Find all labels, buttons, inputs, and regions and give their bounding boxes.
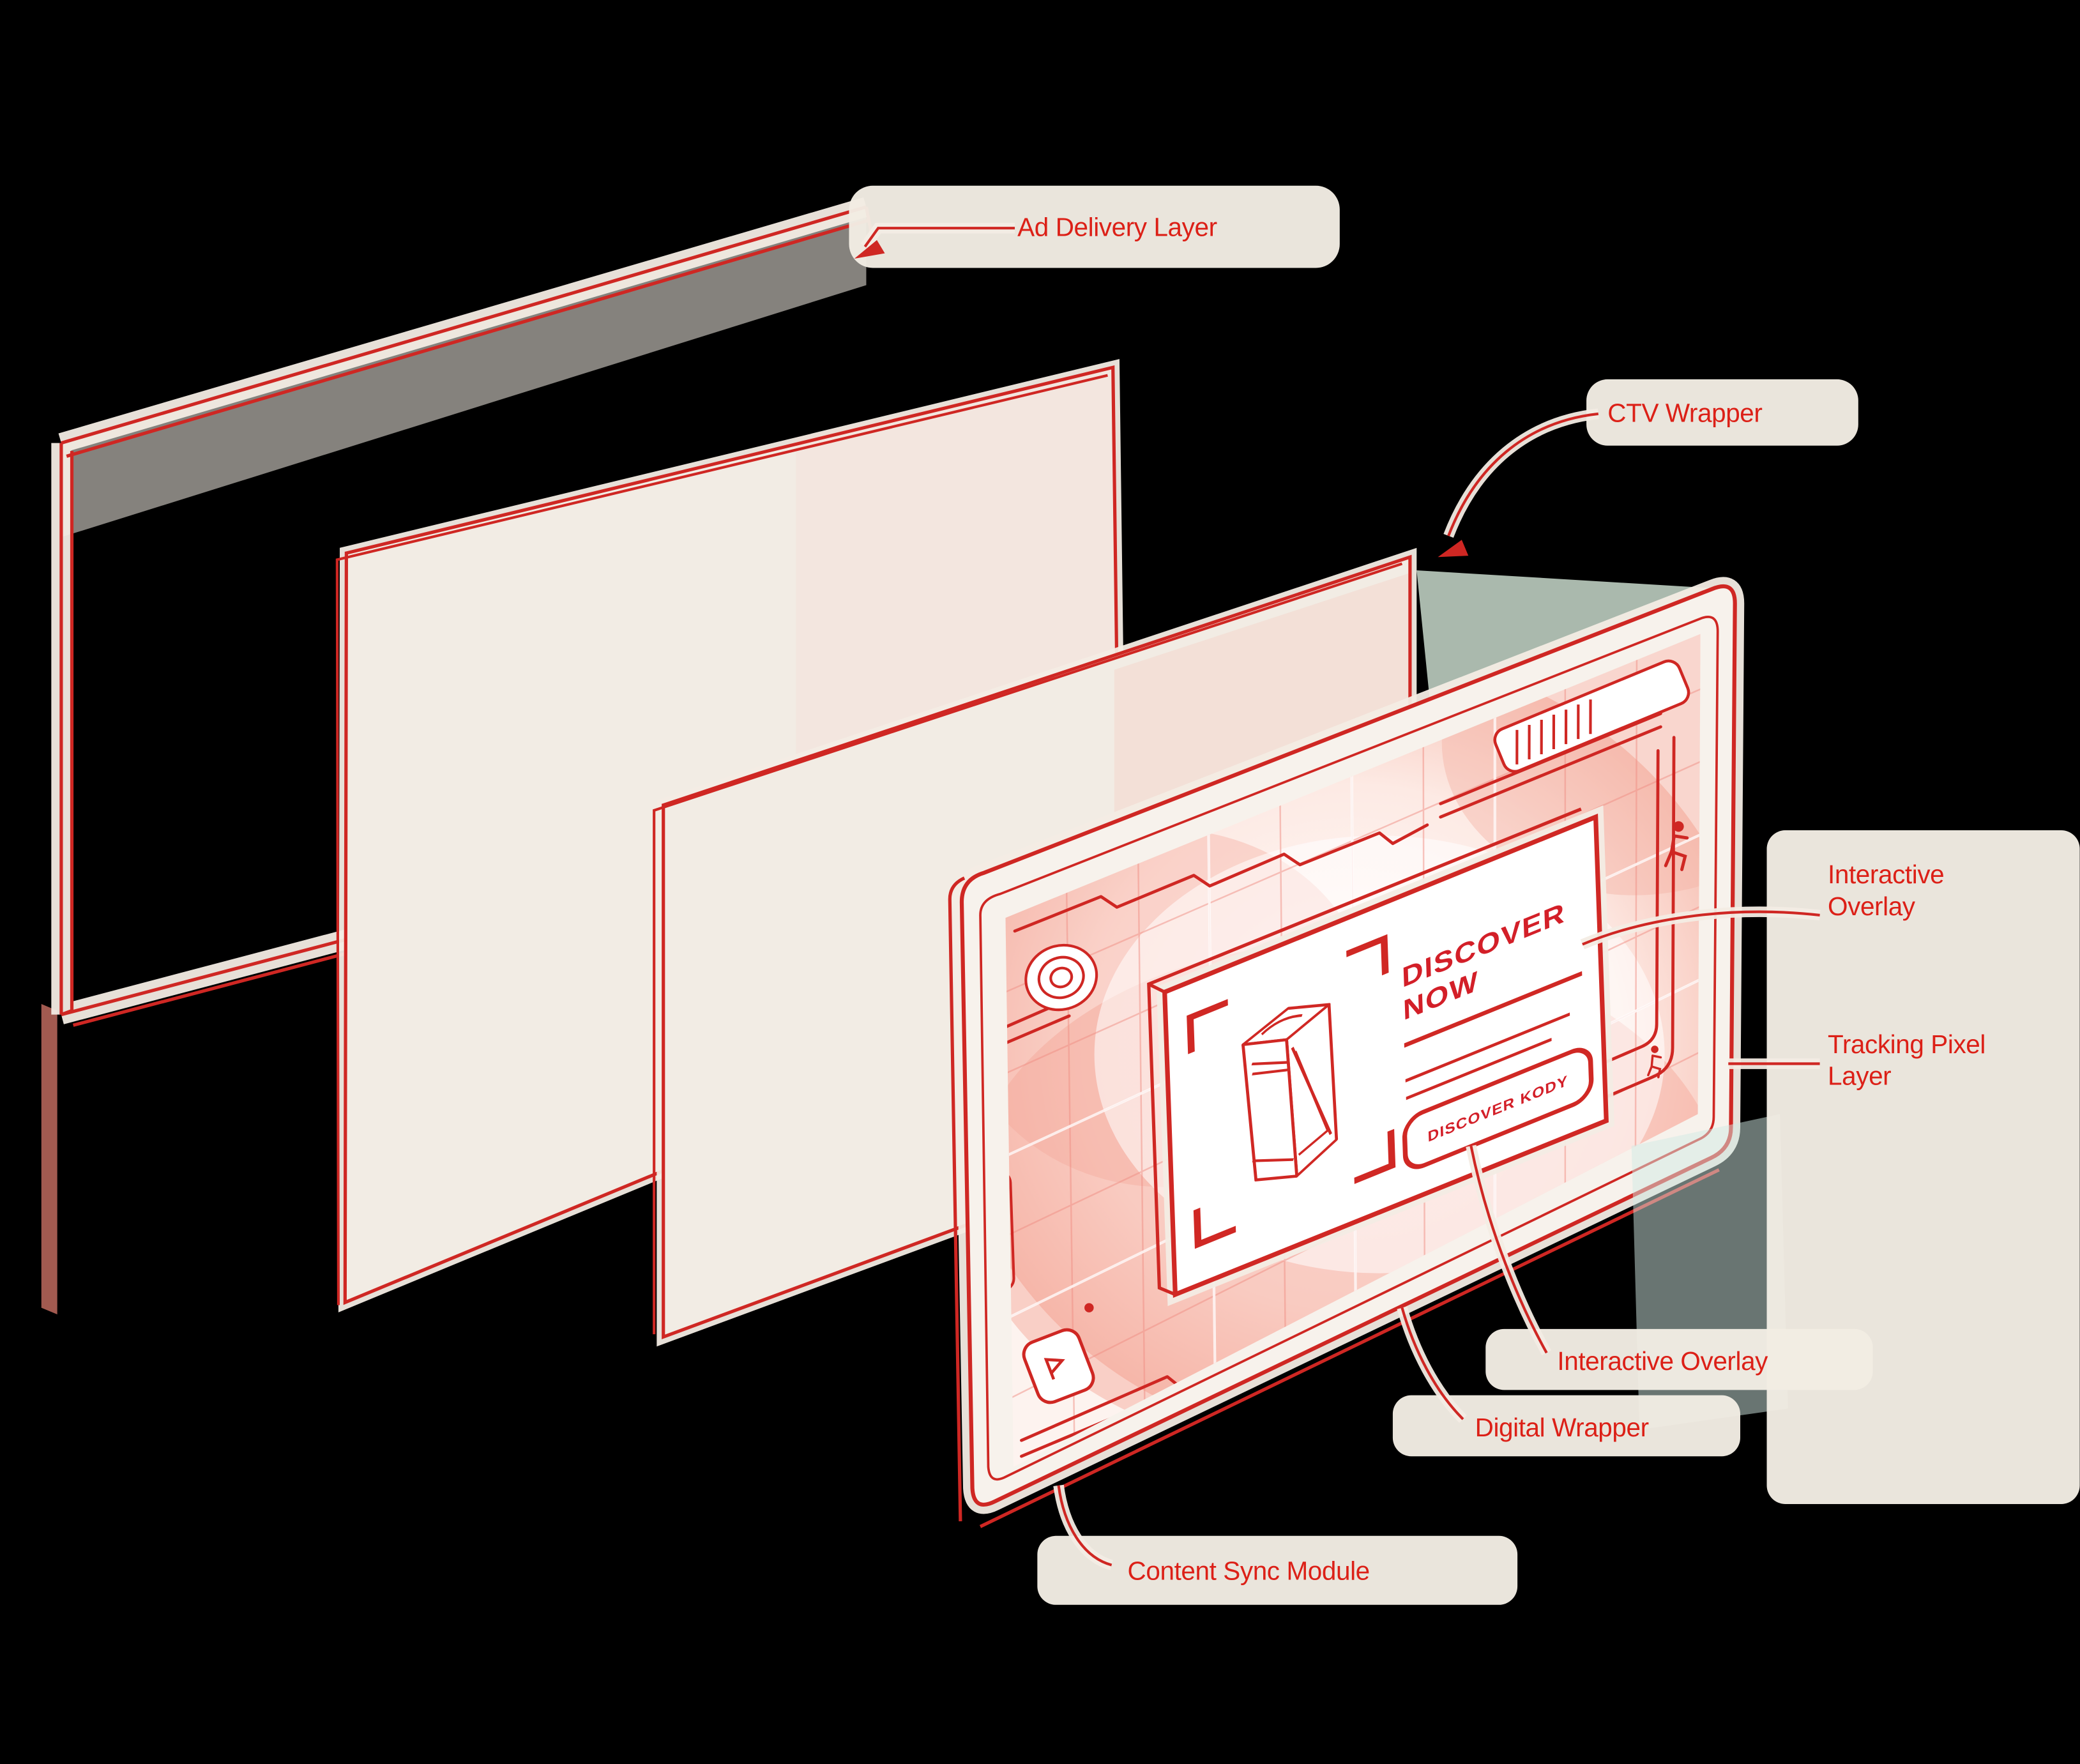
ad-delivery-layer-panel xyxy=(41,197,874,1315)
dot-marker xyxy=(1084,1303,1094,1312)
halo-ctv-wrapper xyxy=(1586,379,1858,446)
arrowhead-ctv-wrapper xyxy=(1438,540,1469,558)
layer-labels: Ad Delivery Layer CTV Wrapper Interactiv… xyxy=(1017,213,1985,1586)
discover-button[interactable]: DISCOVER KODY xyxy=(1402,1044,1594,1173)
label-tracking-pixel-line1: Tracking Pixel xyxy=(1828,1030,1985,1059)
halo-content-sync xyxy=(1037,1535,1518,1605)
label-interactive-overlay-right-line1: Interactive xyxy=(1828,860,1944,889)
reticle-brackets xyxy=(1187,934,1396,1249)
label-ad-delivery-layer: Ad Delivery Layer xyxy=(1017,213,1217,242)
leader-digital-wrapper xyxy=(1401,1307,1464,1420)
label-interactive-overlay-bottom: Interactive Overlay xyxy=(1557,1346,1768,1376)
arrowhead-ad-delivery xyxy=(854,240,885,259)
text-placeholder-lines-2 xyxy=(1405,1012,1570,1100)
interactive-overlay-card: DISCOVER NOW DISCOVER KODY xyxy=(1147,805,1615,1307)
leader-ad-delivery xyxy=(863,227,1015,248)
halo-ad-delivery xyxy=(849,185,1340,268)
halo-digital-wrapper xyxy=(1392,1395,1740,1457)
leader-content-sync xyxy=(1057,1485,1112,1567)
halo-interactive-bottom xyxy=(1485,1328,1873,1390)
label-tracking-pixel-line2: Layer xyxy=(1828,1061,1891,1091)
app-tile-icon xyxy=(1022,1328,1095,1404)
panel-face xyxy=(61,206,867,538)
label-content-sync-module: Content Sync Module xyxy=(1128,1556,1370,1585)
label-ctv-wrapper: CTV Wrapper xyxy=(1607,398,1762,427)
running-person-icon xyxy=(1664,821,1689,871)
leader-interactive-bottom xyxy=(1469,1145,1548,1354)
target-icon xyxy=(1024,943,1098,1012)
pill-widget-icon xyxy=(1005,1169,1015,1292)
halo-right-labels xyxy=(1766,830,2080,1504)
progress-bar-top xyxy=(1493,659,1690,773)
label-digital-wrapper: Digital Wrapper xyxy=(1475,1413,1649,1442)
leader-lines xyxy=(854,222,1821,1570)
leader-interactive-right xyxy=(1582,910,1820,946)
product-box-icon xyxy=(1241,1003,1339,1182)
panel-shadow-edge xyxy=(41,1004,57,1315)
label-interactive-overlay-right-line2: Overlay xyxy=(1828,892,1916,921)
text-placeholder-lines xyxy=(1404,971,1583,1048)
leader-ctv-wrapper xyxy=(1447,412,1599,536)
person-icon-small xyxy=(1647,1045,1662,1079)
